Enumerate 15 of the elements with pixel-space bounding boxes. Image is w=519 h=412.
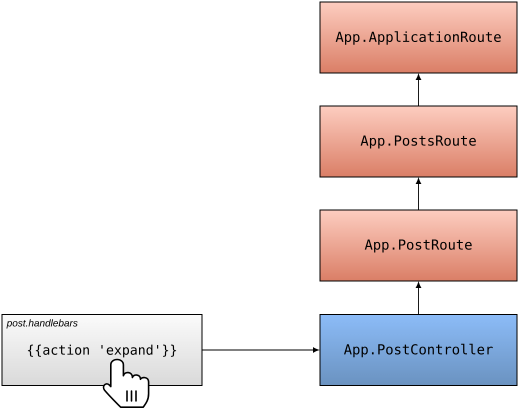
template-box (2, 314, 202, 386)
box-label: App.ApplicationRoute (336, 31, 501, 45)
arrow (416, 74, 422, 106)
box-label: App.PostsRoute (360, 136, 476, 148)
route-box (320, 210, 518, 282)
controller-box (320, 314, 518, 386)
route-box (320, 106, 518, 178)
arrow (416, 178, 422, 210)
arrow (202, 347, 319, 353)
box-label: App.PostController (344, 344, 493, 358)
code-text: {{action 'expand'}} (28, 344, 176, 358)
route-box (320, 2, 518, 74)
arrow (416, 282, 422, 315)
file-name: post.handlebars (6, 319, 78, 329)
box-label: App.PostRoute (364, 240, 472, 252)
